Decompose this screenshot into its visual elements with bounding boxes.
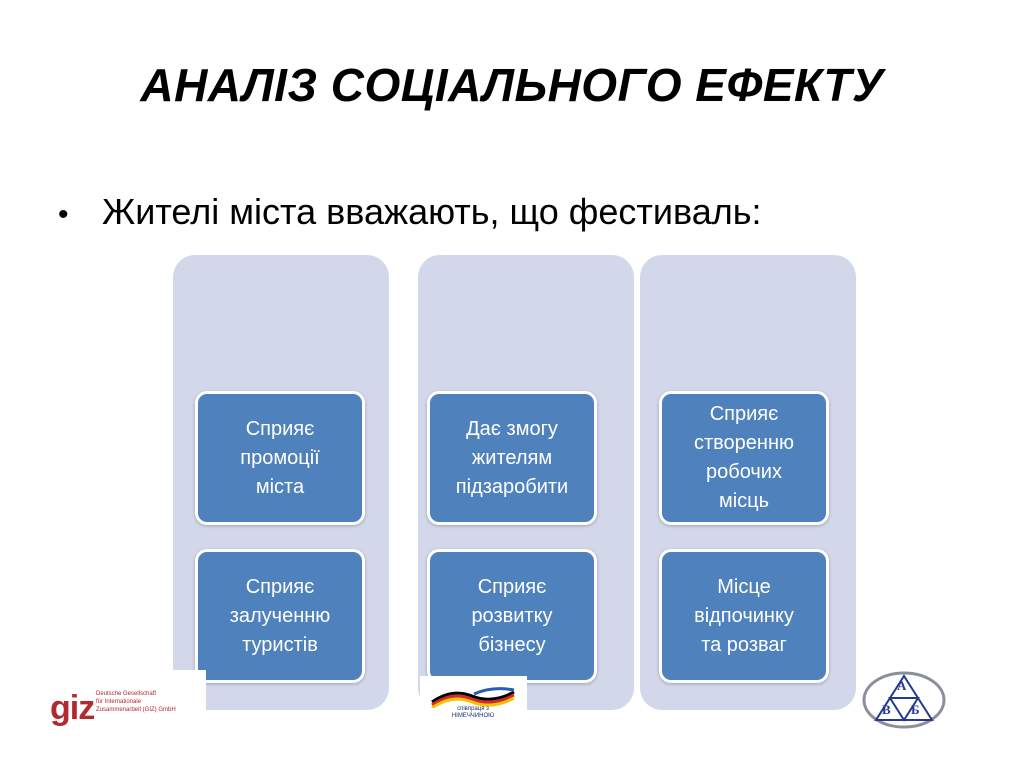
avb-logo-letter-a: А (897, 678, 907, 693)
column-2: Дає змогу жителям підзаробити Сприяє роз… (418, 255, 634, 710)
cooperation-logo-text: співпраця з НІМЕЧЧИНОЮ (451, 706, 495, 719)
card-job-creation: Сприяє створенню робочих місць (659, 391, 829, 525)
giz-logo-word: giz (50, 689, 95, 727)
column-1: Сприяє промоції міста Сприяє залученню т… (173, 255, 389, 710)
cooperation-flag-icon (431, 687, 515, 708)
avb-logo-letter-v: В (882, 702, 891, 717)
card-extra-earnings: Дає змогу жителям підзаробити (427, 391, 597, 525)
bullet-text: Жителі міста вважають, що фестиваль: (102, 191, 762, 232)
giz-logo-text: Deutsche Gesellschaft für Internationale… (96, 691, 176, 713)
card-city-promotion: Сприяє промоції міста (195, 391, 365, 525)
avb-logo-letter-b: Б (911, 702, 920, 717)
giz-logo (34, 670, 206, 734)
slide-title: АНАЛІЗ СОЦІАЛЬНОГО ЕФЕКТУ (140, 59, 884, 111)
card-attract-tourists: Сприяє залученню туристів (195, 549, 365, 683)
card-business-development: Сприяє розвитку бізнесу (427, 549, 597, 683)
bullet-dot-icon: • (58, 198, 69, 231)
card-leisure-place: Місце відпочинку та розваг (659, 549, 829, 683)
avb-logo-icon (862, 671, 946, 729)
column-3: Сприяє створенню робочих місць Місце від… (640, 255, 856, 710)
bullet-item: • Жителі міста вважають, що фестиваль: (58, 190, 762, 237)
